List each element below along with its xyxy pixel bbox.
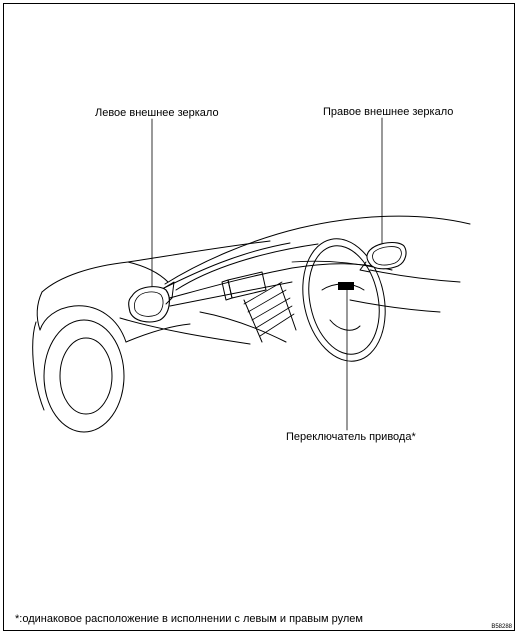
figure-frame [3,3,515,631]
footnote: *:одинаковое расположение в исполнении с… [15,613,363,625]
drive-switch-label: Переключатель привода* [286,431,416,443]
right-mirror-label: Правое внешнее зеркало [323,106,454,118]
steering-wheel [302,238,386,362]
car-body-outline [32,215,471,433]
drive-switch-icon [338,282,354,290]
left-mirror [128,281,175,323]
right-mirror [359,241,407,273]
figure-code: B58288 [491,624,512,630]
left-mirror-label: Левое внешнее зеркало [95,107,219,119]
dashboard-outline [161,243,461,343]
